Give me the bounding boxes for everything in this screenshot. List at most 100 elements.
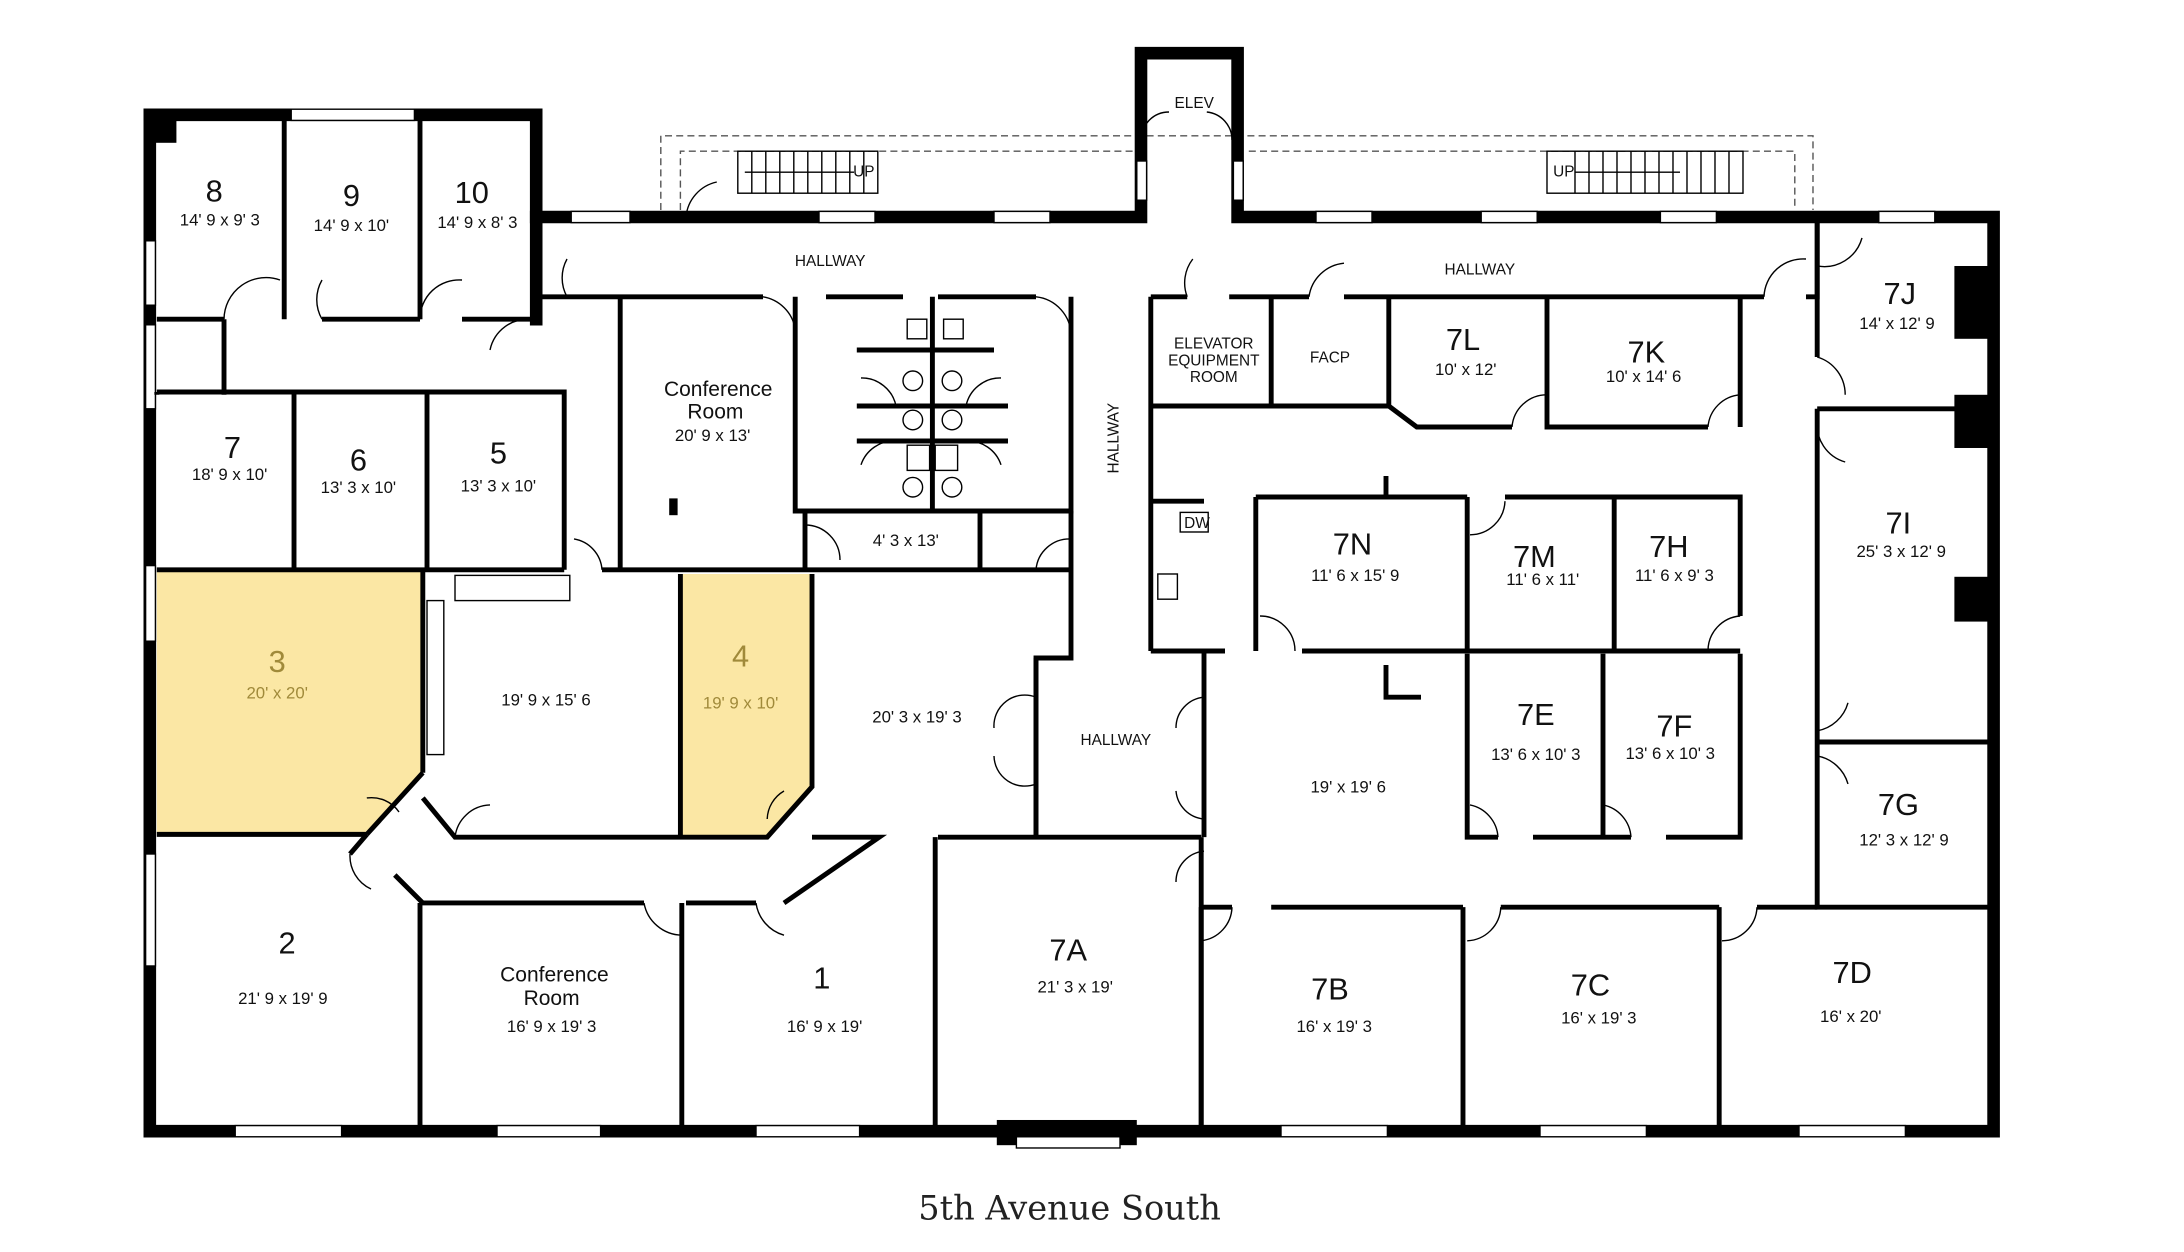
room-number: 9	[343, 178, 360, 213]
room-7n[interactable]: 7N 11' 6 x 15' 9	[1311, 526, 1399, 585]
facp-room-label[interactable]: FACP	[1310, 350, 1350, 367]
room-number: 7A	[1049, 932, 1087, 967]
room-size: 14' x 12' 9	[1859, 314, 1934, 333]
room-size: 16' x 19' 3	[1561, 1008, 1636, 1027]
room-label: ELEVATOR	[1174, 336, 1253, 353]
hallway-label: HALLWAY	[1106, 403, 1123, 474]
room-open-c[interactable]: 19' x 19' 6	[1310, 777, 1385, 796]
room-number: 8	[206, 174, 223, 209]
room-number: 7H	[1649, 529, 1688, 564]
dishwasher-label: DW	[1184, 515, 1210, 532]
room-3-highlight[interactable]	[156, 571, 423, 835]
room-size: 16' x 20'	[1820, 1007, 1881, 1026]
room-size: 10' x 12'	[1435, 360, 1496, 379]
room-number: 7L	[1446, 322, 1480, 357]
room-number: 3	[269, 644, 286, 679]
room-size: 13' 6 x 10' 3	[1625, 744, 1714, 763]
room-number: 7B	[1311, 972, 1349, 1007]
room-label: EQUIPMENT	[1168, 352, 1260, 369]
room-size: 16' 9 x 19'	[787, 1017, 862, 1036]
room-number: 2	[278, 925, 295, 960]
room-size: 12' 3 x 12' 9	[1859, 831, 1948, 850]
room-4-highlight[interactable]	[680, 573, 813, 838]
room-7[interactable]: 718' 9 x 10'	[192, 430, 267, 484]
room-number: 7N	[1333, 526, 1372, 561]
room-size: 14' 9 x 10'	[314, 216, 389, 235]
hallway-label: HALLWAY	[1080, 732, 1151, 749]
room-2[interactable]: 2 21' 9 x 19' 9	[238, 925, 327, 1007]
stairs-up-label: UP	[1553, 163, 1574, 180]
room-size: 19' 9 x 15' 6	[501, 691, 590, 710]
stairs-up-label: UP	[853, 163, 874, 180]
room-8[interactable]: 814' 9 x 9' 3	[180, 174, 260, 230]
room-name: Room	[687, 401, 743, 424]
room-7d[interactable]: 7D 16' x 20'	[1820, 955, 1881, 1026]
room-number: 4	[732, 638, 749, 673]
room-7b[interactable]: 7B 16' x 19' 3	[1296, 972, 1371, 1036]
room-open-b[interactable]: 20' 3 x 19' 3	[872, 707, 961, 726]
room-size: 13' 3 x 10'	[461, 476, 536, 495]
room-number: 5	[490, 435, 507, 470]
room-7l[interactable]: 7L 10' x 12'	[1435, 322, 1496, 379]
room-size: 25' 3 x 12' 9	[1856, 542, 1945, 561]
room-3[interactable]: 3 20' x 20'	[246, 644, 307, 703]
room-name: Conference	[500, 963, 608, 986]
room-size: 20' 3 x 19' 3	[872, 707, 961, 726]
interior-walls	[154, 120, 1994, 1132]
room-size: 14' 9 x 9' 3	[180, 210, 260, 229]
windows	[144, 108, 1936, 1149]
room-4[interactable]: 419' 9 x 10'	[703, 638, 778, 712]
exterior-walls	[143, 46, 2000, 1146]
room-size: 16' x 19' 3	[1296, 1017, 1371, 1036]
room-number: 7D	[1833, 955, 1872, 990]
room-size: 19' x 19' 6	[1310, 777, 1385, 796]
room-6[interactable]: 613' 3 x 10'	[321, 442, 396, 496]
room-size: 20' x 20'	[246, 684, 307, 703]
closet-room[interactable]: 4' 3 x 13'	[873, 531, 939, 550]
room-number: 1	[813, 960, 830, 995]
room-7h[interactable]: 7H 11' 6 x 9' 3	[1635, 529, 1714, 585]
room-number: 7E	[1517, 697, 1555, 732]
restroom-fixtures	[426, 318, 1209, 756]
elevator-label: ELEV	[1175, 95, 1215, 112]
room-number: 7M	[1513, 539, 1556, 574]
room-5[interactable]: 5 13' 3 x 10'	[461, 435, 536, 495]
room-open-a[interactable]: 19' 9 x 15' 6	[501, 691, 590, 710]
room-number: 7J	[1884, 276, 1917, 311]
room-size: 4' 3 x 13'	[873, 531, 939, 550]
room-name: Conference	[664, 378, 772, 401]
room-7j[interactable]: 7J 14' x 12' 9	[1859, 276, 1934, 333]
room-number: 7F	[1656, 708, 1692, 743]
room-number: 7C	[1571, 967, 1610, 1002]
room-size: 18' 9 x 10'	[192, 465, 267, 484]
room-number: 7	[224, 430, 241, 465]
room-number: 7K	[1628, 335, 1666, 370]
room-7c[interactable]: 7C 16' x 19' 3	[1561, 967, 1636, 1027]
hallway-label: HALLWAY	[795, 253, 866, 270]
room-size: 11' 6 x 11'	[1506, 570, 1579, 589]
room-size: 20' 9 x 13'	[675, 426, 750, 445]
room-name: Room	[524, 987, 580, 1010]
hallway-label: HALLWAY	[1444, 261, 1515, 278]
room-number: 6	[350, 442, 367, 477]
room-1[interactable]: 1 16' 9 x 19'	[787, 960, 862, 1035]
room-size: 14' 9 x 8' 3	[437, 213, 517, 232]
elevator-equipment-room[interactable]: ELEVATOR EQUIPMENT ROOM	[1168, 336, 1260, 387]
room-number: 10	[455, 175, 489, 210]
room-size: 16' 9 x 19' 3	[507, 1017, 596, 1036]
room-9[interactable]: 9 14' 9 x 10'	[314, 178, 389, 235]
room-10[interactable]: 10 14' 9 x 8' 3	[437, 175, 517, 232]
room-size: 21' 9 x 19' 9	[238, 989, 327, 1008]
room-size: 11' 6 x 9' 3	[1635, 566, 1714, 585]
room-size: 11' 6 x 15' 9	[1311, 566, 1399, 585]
